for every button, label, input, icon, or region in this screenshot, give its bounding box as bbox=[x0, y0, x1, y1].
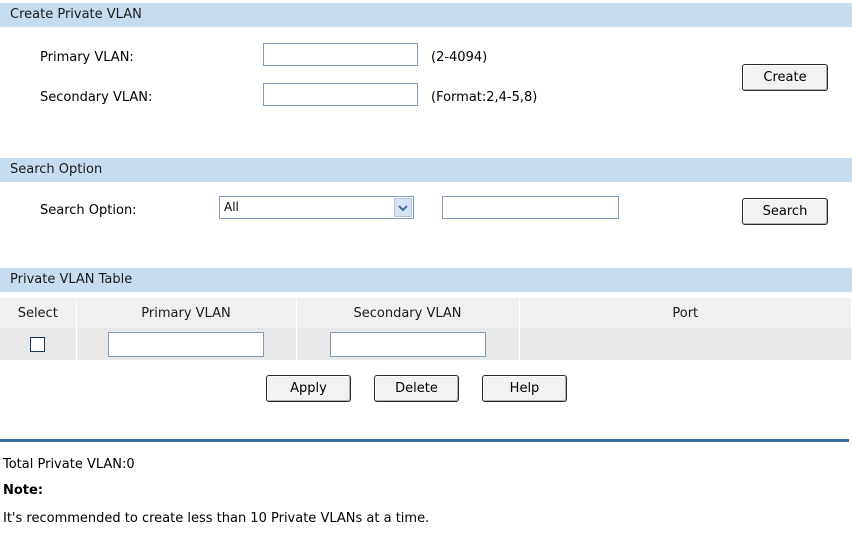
create-section-title: Create Private VLAN bbox=[10, 7, 142, 22]
search-section-header: Search Option bbox=[0, 158, 852, 182]
primary-vlan-input[interactable] bbox=[263, 43, 418, 66]
search-value-input[interactable] bbox=[442, 196, 619, 219]
row-secondary-vlan-input[interactable] bbox=[329, 331, 486, 357]
table-section-header: Private VLAN Table bbox=[0, 268, 852, 292]
create-section-header: Create Private VLAN bbox=[0, 3, 852, 27]
delete-button[interactable]: Delete bbox=[374, 375, 459, 402]
column-header-select: Select bbox=[0, 298, 77, 328]
search-option-select[interactable]: All bbox=[219, 196, 414, 219]
private-vlan-table: Select Primary VLAN Secondary VLAN Port bbox=[0, 298, 852, 360]
apply-button[interactable]: Apply bbox=[266, 375, 351, 402]
note-text: It's recommended to create less than 10 … bbox=[3, 511, 430, 526]
secondary-vlan-hint: (Format:2,4-5,8) bbox=[431, 90, 538, 105]
search-option-selected: All bbox=[224, 200, 239, 214]
select-checkbox[interactable] bbox=[30, 336, 46, 352]
column-header-primary-vlan: Primary VLAN bbox=[76, 298, 297, 328]
search-button[interactable]: Search bbox=[742, 198, 828, 225]
secondary-vlan-label: Secondary VLAN: bbox=[40, 90, 153, 105]
port-cell bbox=[519, 328, 852, 360]
table-row bbox=[0, 328, 852, 360]
help-button[interactable]: Help bbox=[482, 375, 567, 402]
chevron-down-icon[interactable] bbox=[394, 198, 412, 217]
total-private-vlan: Total Private VLAN:0 bbox=[3, 457, 135, 472]
table-header-row: Select Primary VLAN Secondary VLAN Port bbox=[0, 298, 852, 328]
secondary-vlan-input[interactable] bbox=[263, 83, 418, 106]
table-section-title: Private VLAN Table bbox=[10, 272, 133, 287]
row-primary-vlan-input[interactable] bbox=[108, 331, 264, 357]
search-option-label: Search Option: bbox=[40, 203, 137, 218]
secondary-vlan-cell bbox=[296, 328, 520, 360]
column-header-secondary-vlan: Secondary VLAN bbox=[296, 298, 520, 328]
search-section-title: Search Option bbox=[10, 162, 103, 177]
primary-vlan-label: Primary VLAN: bbox=[40, 50, 134, 65]
column-header-port: Port bbox=[519, 298, 852, 328]
primary-vlan-hint: (2-4094) bbox=[431, 50, 488, 65]
create-button[interactable]: Create bbox=[742, 64, 828, 91]
select-cell bbox=[0, 328, 77, 360]
primary-vlan-cell bbox=[76, 328, 297, 360]
note-title: Note: bbox=[3, 483, 44, 498]
divider bbox=[0, 439, 849, 442]
